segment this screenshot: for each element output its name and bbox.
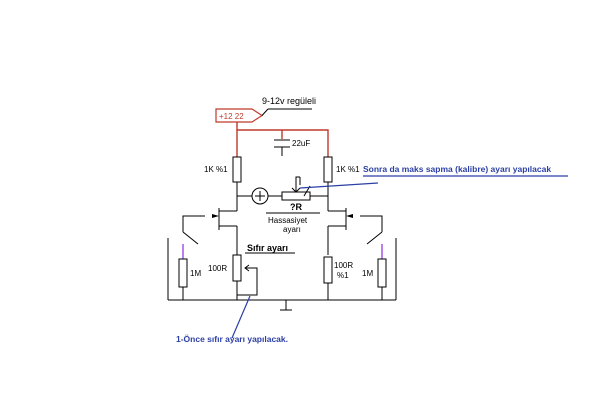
resistor-left-1k-label: 1K %1 (204, 165, 228, 174)
meter (251, 187, 269, 205)
resistor-far-right-1m: 1M (362, 238, 397, 300)
capacitor-22uf: 22uF (274, 139, 310, 156)
resistor-right-100r-value: 100R (334, 261, 353, 270)
resistor-right-100r: 100R %1 (323, 256, 353, 300)
zero-note: 1-Önce sıfır ayarı yapılacak. (176, 295, 288, 344)
sensitivity-value: ?R (290, 202, 302, 212)
resistor-right-1k: 1K %1 (323, 156, 360, 205)
capacitor-label: 22uF (292, 139, 310, 148)
resistor-right-100r-tol: %1 (337, 271, 349, 280)
sensitivity-pot: ?R Hassasiyet ayarı (266, 176, 320, 234)
zero-adjust-pot: 100R Sıfır ayarı (208, 243, 295, 300)
sensitivity-title-1: Hassasiyet (268, 216, 308, 225)
sensitivity-title-2: ayarı (283, 225, 301, 234)
zero-adjust-label: Sıfır ayarı (247, 243, 288, 253)
transistor-left (182, 205, 238, 255)
zero-note-text: 1-Önce sıfır ayarı yapılacak. (176, 334, 288, 344)
resistor-far-left-label: 1M (190, 269, 201, 278)
calibration-note-text: Sonra da maks sapma (kalibre) ayarı yapı… (363, 164, 551, 174)
regulated-callout: 9-12v regüleli (261, 96, 316, 116)
transistor-right (327, 205, 383, 255)
zero-adjust-value: 100R (208, 264, 227, 273)
resistor-right-1k-label: 1K %1 (336, 165, 360, 174)
calibration-note: Sonra da maks sapma (kalibre) ayarı yapı… (299, 164, 568, 189)
supply-input-label: +12 22 (219, 112, 244, 121)
resistor-far-right-label: 1M (362, 269, 373, 278)
resistor-far-left-1m: 1M (167, 238, 201, 300)
resistor-left-1k: 1K %1 (204, 156, 242, 205)
regulated-label: 9-12v regüleli (262, 96, 316, 106)
supply-input-arrow: +12 22 (215, 108, 264, 123)
ground-rail (168, 299, 396, 311)
